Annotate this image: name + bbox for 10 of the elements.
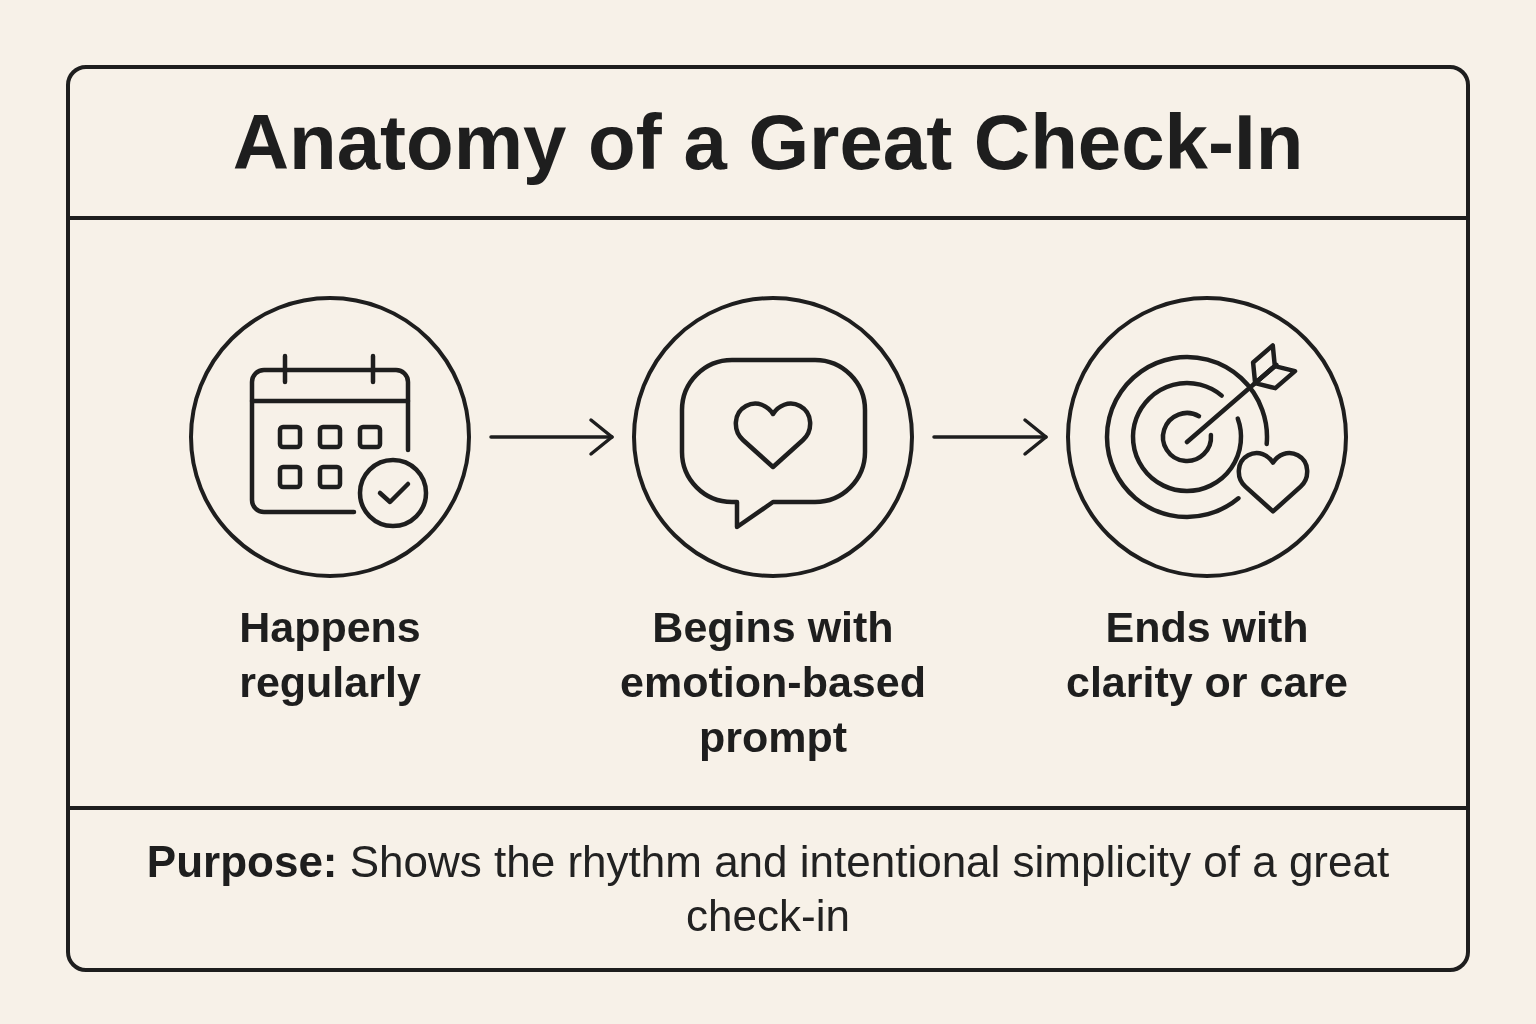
- step-label: Happens regularly: [238, 602, 422, 708]
- step-circle: [189, 296, 471, 578]
- step-circle: [1066, 296, 1348, 578]
- step-label: Ends with clarity or care: [1064, 602, 1350, 708]
- caption: Purpose: Shows the rhythm and intentional simplicity of a great check-in: [145, 836, 1391, 942]
- step-circle: [632, 296, 914, 578]
- arrow: [489, 418, 614, 456]
- arrow: [932, 418, 1048, 456]
- title: Anatomy of a Great Check-In: [232, 99, 1304, 186]
- step-label: Begins with emotion-based prompt: [619, 602, 927, 763]
